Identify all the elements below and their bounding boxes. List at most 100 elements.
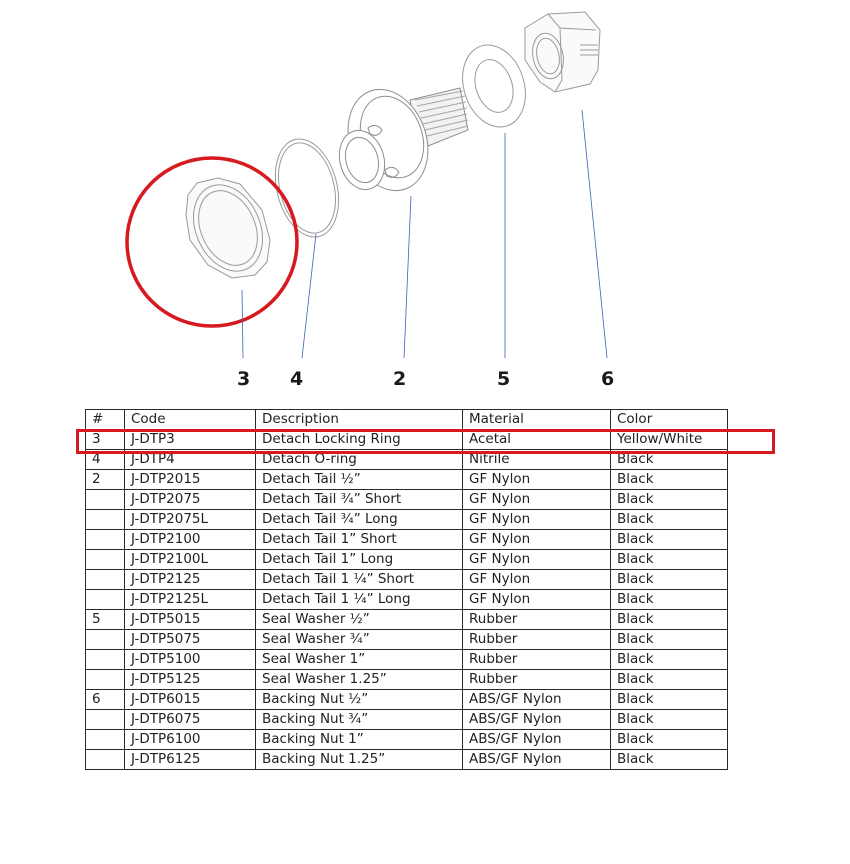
cell-description: Seal Washer 1.25” bbox=[255, 669, 463, 690]
highlight-circle bbox=[125, 156, 299, 328]
callout-2: 2 bbox=[393, 368, 407, 390]
locking-ring-icon bbox=[185, 177, 271, 279]
cell-color: Black bbox=[610, 569, 728, 590]
cell-material: ABS/GF Nylon bbox=[462, 689, 611, 710]
cell-material: Rubber bbox=[462, 669, 611, 690]
header-material: Material bbox=[462, 409, 611, 430]
cell-number: 2 bbox=[85, 469, 125, 490]
cell-color: Black bbox=[610, 689, 728, 710]
cell-material: Rubber bbox=[462, 649, 611, 670]
cell-material: GF Nylon bbox=[462, 589, 611, 610]
cell-description: Detach Tail 1” Long bbox=[255, 549, 463, 570]
callout-6: 6 bbox=[601, 368, 615, 390]
exploded-parts-diagram bbox=[125, 11, 608, 359]
callout-3: 3 bbox=[237, 368, 251, 390]
table-header-row: # Code Description Material Color bbox=[85, 409, 728, 430]
header-code: Code bbox=[124, 409, 256, 430]
cell-number bbox=[85, 749, 125, 770]
cell-color: Black bbox=[610, 509, 728, 530]
cell-description: Backing Nut 1.25” bbox=[255, 749, 463, 770]
cell-color: Black bbox=[610, 709, 728, 730]
cell-number bbox=[85, 529, 125, 550]
cell-code: J-DTP2125L bbox=[124, 589, 256, 610]
cell-color: Black bbox=[610, 589, 728, 610]
cell-code: J-DTP2015 bbox=[124, 469, 256, 490]
cell-number bbox=[85, 649, 125, 670]
cell-code: J-DTP5125 bbox=[124, 669, 256, 690]
cell-description: Backing Nut ¾” bbox=[255, 709, 463, 730]
cell-material: GF Nylon bbox=[462, 569, 611, 590]
cell-material: ABS/GF Nylon bbox=[462, 749, 611, 770]
cell-color: Black bbox=[610, 549, 728, 570]
cell-code: J-DTP6075 bbox=[124, 709, 256, 730]
leader-lines bbox=[241, 109, 608, 359]
cell-color: Black bbox=[610, 449, 728, 470]
cell-material: Acetal bbox=[462, 429, 611, 450]
callout-5: 5 bbox=[497, 368, 511, 390]
cell-description: Detach Tail ¾” Short bbox=[255, 489, 463, 510]
cell-number: 4 bbox=[85, 449, 125, 470]
cell-code: J-DTP2075L bbox=[124, 509, 256, 530]
cell-description: Detach Tail 1” Short bbox=[255, 529, 463, 550]
cell-description: Detach Tail 1 ¼” Short bbox=[255, 569, 463, 590]
cell-material: Nitrile bbox=[462, 449, 611, 470]
header-description: Description bbox=[255, 409, 463, 430]
cell-number bbox=[85, 549, 125, 570]
cell-description: Backing Nut 1” bbox=[255, 729, 463, 750]
detach-tail-icon bbox=[338, 87, 469, 192]
cell-description: Seal Washer ¾” bbox=[255, 629, 463, 650]
cell-color: Black bbox=[610, 629, 728, 650]
cell-number bbox=[85, 569, 125, 590]
cell-color: Black bbox=[610, 669, 728, 690]
cell-code: J-DTP5100 bbox=[124, 649, 256, 670]
cell-number bbox=[85, 729, 125, 750]
header-color: Color bbox=[610, 409, 728, 430]
cell-description: Detach Tail ½” bbox=[255, 469, 463, 490]
backing-nut-icon bbox=[524, 11, 601, 93]
cell-code: J-DTP6125 bbox=[124, 749, 256, 770]
header-number: # bbox=[85, 409, 125, 430]
cell-color: Black bbox=[610, 609, 728, 630]
cell-description: Seal Washer 1” bbox=[255, 649, 463, 670]
cell-number bbox=[85, 669, 125, 690]
cell-color: Black bbox=[610, 749, 728, 770]
cell-code: J-DTP6015 bbox=[124, 689, 256, 710]
cell-number bbox=[85, 509, 125, 530]
cell-number bbox=[85, 589, 125, 610]
cell-number: 5 bbox=[85, 609, 125, 630]
cell-code: J-DTP2125 bbox=[124, 569, 256, 590]
cell-material: GF Nylon bbox=[462, 489, 611, 510]
cell-description: Detach Tail 1 ¼” Long bbox=[255, 589, 463, 610]
cell-material: Rubber bbox=[462, 629, 611, 650]
cell-number: 6 bbox=[85, 689, 125, 710]
seal-washer-icon bbox=[462, 44, 526, 128]
cell-code: J-DTP2075 bbox=[124, 489, 256, 510]
cell-material: ABS/GF Nylon bbox=[462, 709, 611, 730]
cell-color: Yellow/White bbox=[610, 429, 728, 450]
cell-material: Rubber bbox=[462, 609, 611, 630]
cell-number bbox=[85, 629, 125, 650]
cell-number: 3 bbox=[85, 429, 125, 450]
cell-material: GF Nylon bbox=[462, 549, 611, 570]
cell-color: Black bbox=[610, 469, 728, 490]
cell-description: Detach O-ring bbox=[255, 449, 463, 470]
cell-material: GF Nylon bbox=[462, 509, 611, 530]
cell-material: ABS/GF Nylon bbox=[462, 729, 611, 750]
cell-description: Detach Tail ¾” Long bbox=[255, 509, 463, 530]
